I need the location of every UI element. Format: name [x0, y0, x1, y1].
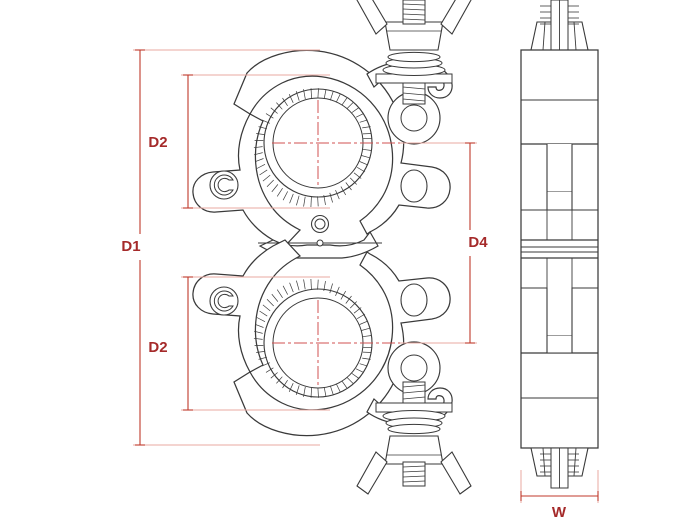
side-view-wing-nut-top — [530, 0, 589, 51]
lower-bolt-boss-hole — [400, 354, 428, 382]
lower-spring-washer — [382, 410, 446, 435]
side-view-body — [520, 49, 599, 449]
dim-label-d2-top-backdrop — [145, 130, 171, 156]
dimension-d2-top: D2 — [145, 74, 193, 209]
lower-clamp-lower-arm — [192, 239, 302, 373]
dimension-label-d4: D4 — [468, 234, 488, 251]
side-view-wing-nut-bottom — [530, 447, 589, 489]
upper-left-boss-c-detail — [213, 174, 234, 196]
dimension-d1: D1 — [119, 49, 145, 446]
dimension-d4: D4 — [465, 142, 492, 344]
dim-label-d2-bottom-backdrop — [145, 335, 171, 361]
upper-spring-washer — [382, 51, 446, 76]
dimension-d2-bottom: D2 — [145, 276, 193, 411]
lower-right-boss — [400, 283, 428, 317]
upper-bolt-boss-hole — [400, 104, 428, 132]
dimension-w: W — [520, 491, 599, 521]
dimension-label-d2-top: D2 — [148, 134, 167, 151]
upper-clamp-lower-arm — [192, 113, 302, 247]
upper-right-boss — [400, 169, 428, 203]
lower-bolt-stub — [402, 461, 426, 487]
dimension-label-w: W — [552, 504, 567, 521]
side-view-centre-split — [546, 144, 573, 353]
centre-boss-ring-inner — [314, 218, 326, 230]
side-view-lower-slot — [521, 287, 598, 354]
lower-left-boss-c-detail — [213, 290, 234, 312]
dimension-annotations: D1 D2 D2 D4 — [119, 49, 599, 521]
dim-label-d4-backdrop — [465, 230, 492, 256]
dim-label-d1-backdrop — [119, 234, 143, 260]
front-view — [192, 0, 472, 495]
upper-bolt-stub — [402, 0, 426, 25]
upper-clamp-assembly — [192, 0, 472, 247]
dimension-label-d1: D1 — [121, 238, 140, 255]
centre-swivel-rivet — [316, 239, 324, 247]
side-view-upper-slot — [521, 143, 598, 211]
dimension-label-d2-bottom: D2 — [148, 339, 167, 356]
side-view — [520, 0, 599, 489]
